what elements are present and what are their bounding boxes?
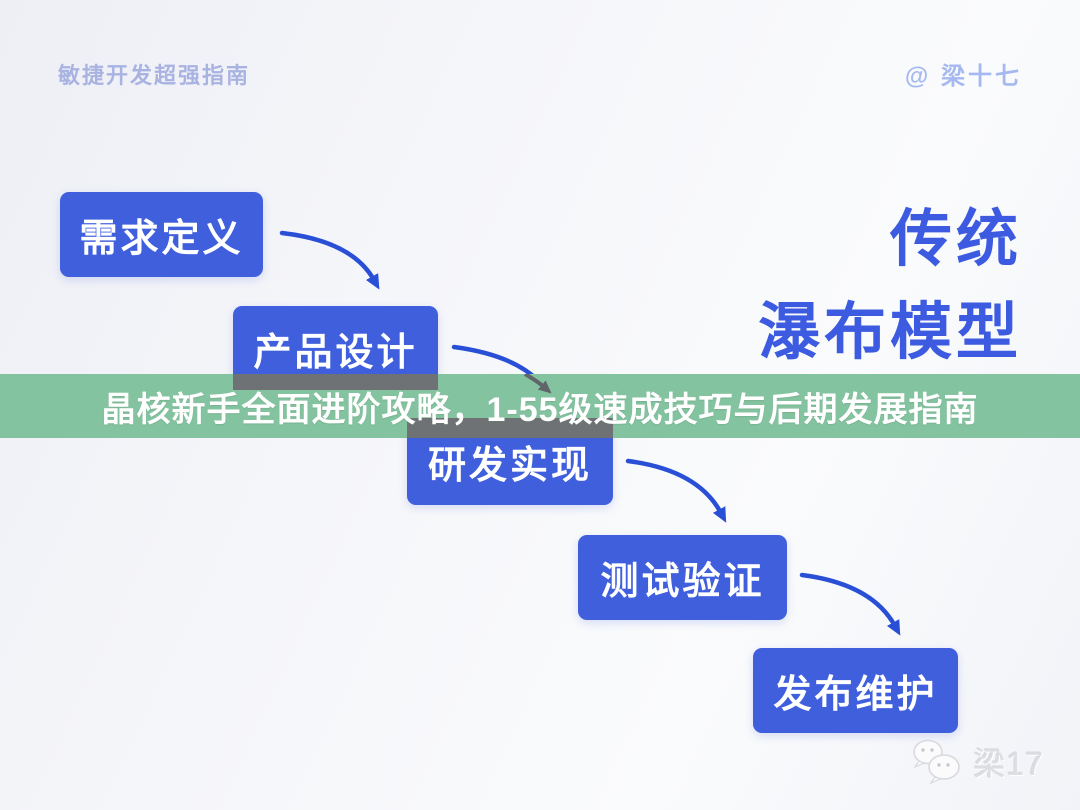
overlay-title-band: 晶核新手全面进阶攻略，1-55级速成技巧与后期发展指南 bbox=[0, 374, 1080, 438]
step-box-requirements: 需求定义 bbox=[60, 192, 263, 277]
step-label: 发布维护 bbox=[773, 674, 938, 716]
step-box-release: 发布维护 bbox=[753, 648, 958, 733]
diagram-title-line2: 瀑布模型 bbox=[757, 298, 1022, 367]
step-label: 测试验证 bbox=[600, 561, 765, 603]
header-author-label: @ 梁十七 bbox=[904, 63, 1022, 90]
curved-arrow-icon bbox=[799, 572, 901, 636]
wechat-icon bbox=[913, 739, 961, 785]
step-label: 产品设计 bbox=[253, 331, 418, 374]
step-label: 需求定义 bbox=[79, 218, 244, 260]
step-label: 研发实现 bbox=[427, 445, 592, 487]
diagram-title: 传统 瀑布模型 bbox=[758, 193, 1022, 379]
curved-arrow-icon bbox=[279, 230, 380, 290]
watermark-text: 梁17 bbox=[973, 746, 1044, 782]
band-overlap-development bbox=[407, 418, 613, 438]
overlay-title-text: 晶核新手全面进阶攻略，1-55级速成技巧与后期发展指南 bbox=[101, 390, 979, 429]
diagram-title-line1: 传统 bbox=[889, 205, 1022, 274]
header-left-label: 敏捷开发超强指南 bbox=[58, 63, 251, 88]
band-overlap-product-design bbox=[233, 374, 438, 390]
step-box-testing: 测试验证 bbox=[578, 535, 787, 620]
curved-arrow-icon bbox=[625, 458, 727, 523]
watermark: 梁17 bbox=[907, 736, 1044, 788]
